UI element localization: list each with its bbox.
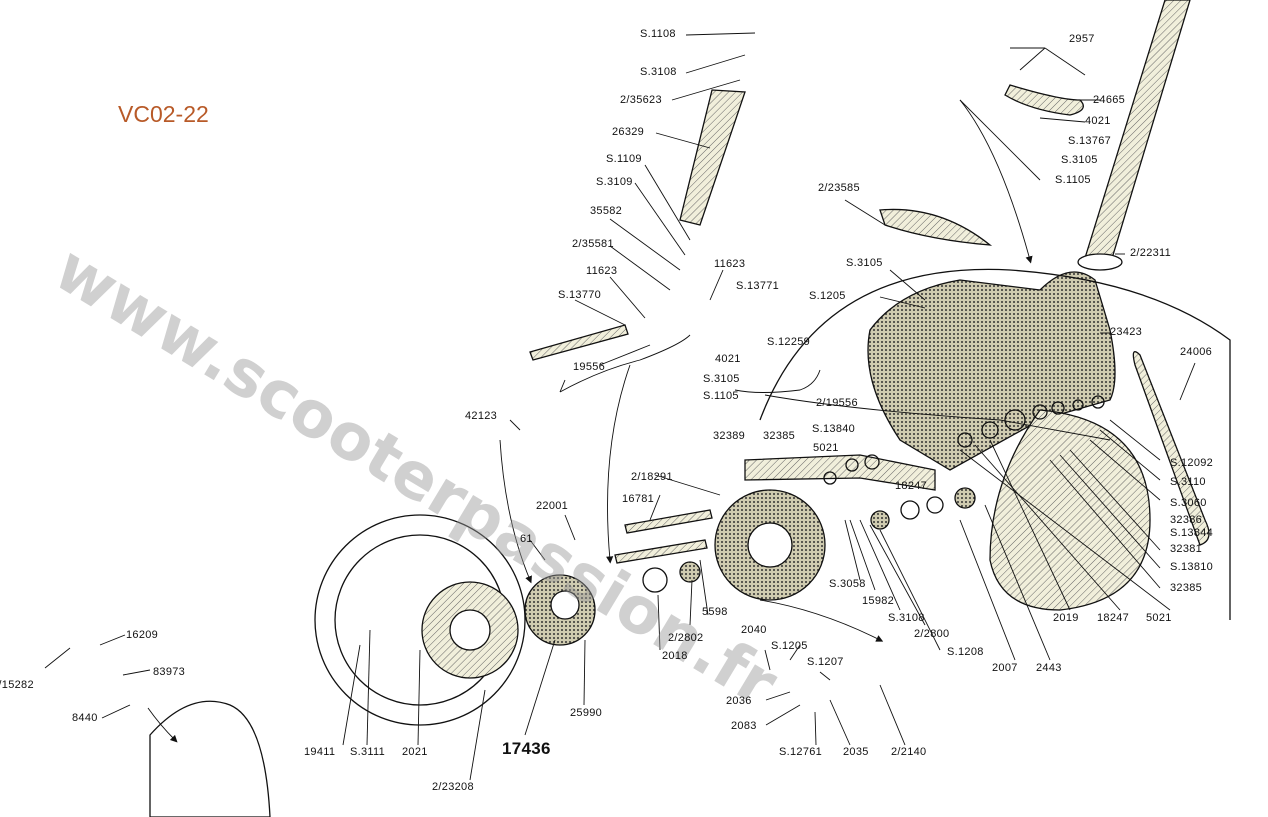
- part-label: 24665: [1093, 94, 1126, 106]
- part-label: 35582: [590, 205, 623, 217]
- part-label: S.1105: [703, 390, 739, 402]
- part-label: S.1105: [1055, 174, 1091, 186]
- link-arm: [744, 454, 936, 491]
- steering-column: [1084, 0, 1191, 266]
- part-label: S.13840: [812, 423, 856, 435]
- part-label: 25990: [570, 707, 603, 719]
- part-label: 2083: [731, 720, 757, 732]
- part-label: 32385: [763, 430, 796, 442]
- part-label: 17436: [502, 739, 551, 758]
- part-label: 42123: [465, 410, 498, 422]
- part-label: S.3108: [640, 66, 677, 78]
- spring-26329: [679, 89, 746, 226]
- part-label: 5021: [813, 442, 839, 454]
- part-label: 24006: [1180, 346, 1213, 358]
- part-label: S.12259: [767, 336, 811, 348]
- part-label: 19556: [573, 361, 606, 373]
- part-label: 8440: [72, 712, 98, 724]
- fork-body: [867, 271, 1116, 471]
- part-label: 2443: [1036, 662, 1062, 674]
- part-label: 23423: [1110, 326, 1143, 338]
- speedo-housing: [149, 700, 271, 817]
- part-label: 32385: [1170, 582, 1203, 594]
- part-label: 4021: [1085, 115, 1111, 127]
- part-label: 2/2800: [914, 628, 950, 640]
- bearing-2802: [679, 561, 701, 583]
- part-label: 32381: [1170, 543, 1203, 555]
- part-label: 32389: [713, 430, 746, 442]
- part-label: 2021: [402, 746, 428, 758]
- part-label: 5021: [1146, 612, 1172, 624]
- part-label: 11623: [586, 265, 618, 277]
- part-label: S.13771: [736, 280, 780, 292]
- part-label: 2/15282: [0, 679, 34, 691]
- part-label: 2018: [662, 650, 688, 662]
- part-label: 22001: [536, 500, 569, 512]
- part-label: 11623: [714, 258, 746, 270]
- part-label: S.3111: [350, 746, 386, 758]
- part-label: 19411: [304, 746, 336, 758]
- horn-cover: [879, 208, 993, 246]
- axle-16781: [624, 509, 713, 534]
- part-label: 2007: [992, 662, 1018, 674]
- part-label: 2040: [741, 624, 767, 636]
- part-label: 2957: [1069, 33, 1095, 45]
- part-label: S.3058: [829, 578, 866, 590]
- part-label: 5598: [702, 606, 728, 618]
- brake-drum: [314, 514, 526, 726]
- part-label: S.13767: [1068, 135, 1112, 147]
- part-label: 2/35623: [620, 94, 662, 106]
- diagram-code: VC02-22: [118, 101, 209, 127]
- part-label: S.1205: [771, 640, 808, 652]
- part-label: S.3108: [888, 612, 925, 624]
- part-label: 16781: [622, 493, 655, 505]
- part-label: S.1208: [947, 646, 984, 658]
- part-label: 18247: [1097, 612, 1130, 624]
- band-24006: [1132, 351, 1210, 546]
- part-label: S.3105: [703, 373, 740, 385]
- part-label: S.3105: [846, 257, 883, 269]
- part-label: S.3110: [1170, 476, 1206, 488]
- part-label: S.3105: [1061, 154, 1098, 166]
- mudguard: [989, 409, 1151, 611]
- part-label: 26329: [612, 126, 645, 138]
- fender-outline: [759, 268, 1231, 620]
- part-label: 2019: [1053, 612, 1079, 624]
- part-label: S.13810: [1170, 561, 1214, 573]
- part-label: S.3109: [596, 176, 633, 188]
- part-label: S.12761: [779, 746, 823, 758]
- part-label: 32386: [1170, 514, 1203, 526]
- part-label: 16209: [126, 629, 159, 641]
- part-label: 61: [520, 533, 533, 545]
- part-label: 18247: [895, 480, 928, 492]
- part-label: S.1205: [809, 290, 846, 302]
- part-label: S.1108: [640, 28, 676, 40]
- part-label: 2/22311: [1130, 247, 1172, 259]
- seal-2018: [642, 567, 668, 593]
- part-label: 2036: [726, 695, 752, 707]
- part-label: S.12092: [1170, 457, 1214, 469]
- part-label: 2/18291: [631, 471, 673, 483]
- part-label: S.1109: [606, 153, 642, 165]
- part-label: 2/23585: [818, 182, 860, 194]
- part-label: 2035: [843, 746, 869, 758]
- part-label: 2/2140: [891, 746, 927, 758]
- washer-row: [823, 395, 1105, 530]
- part-label: 2/23208: [432, 781, 474, 793]
- part-label: 4021: [715, 353, 741, 365]
- part-label: S.13844: [1170, 527, 1214, 539]
- shaft-19556: [529, 324, 629, 361]
- part-label: 83973: [153, 666, 186, 678]
- part-label: S.1207: [807, 656, 844, 668]
- part-label: 2/2802: [668, 632, 704, 644]
- bracket-24665: [1004, 84, 1084, 116]
- part-label: 2/35581: [572, 238, 614, 250]
- part-label: S.3060: [1170, 497, 1207, 509]
- axle-5598: [614, 539, 708, 564]
- part-label: 2/19556: [816, 397, 858, 409]
- part-label: 15982: [862, 595, 895, 607]
- part-label: S.13770: [558, 289, 602, 301]
